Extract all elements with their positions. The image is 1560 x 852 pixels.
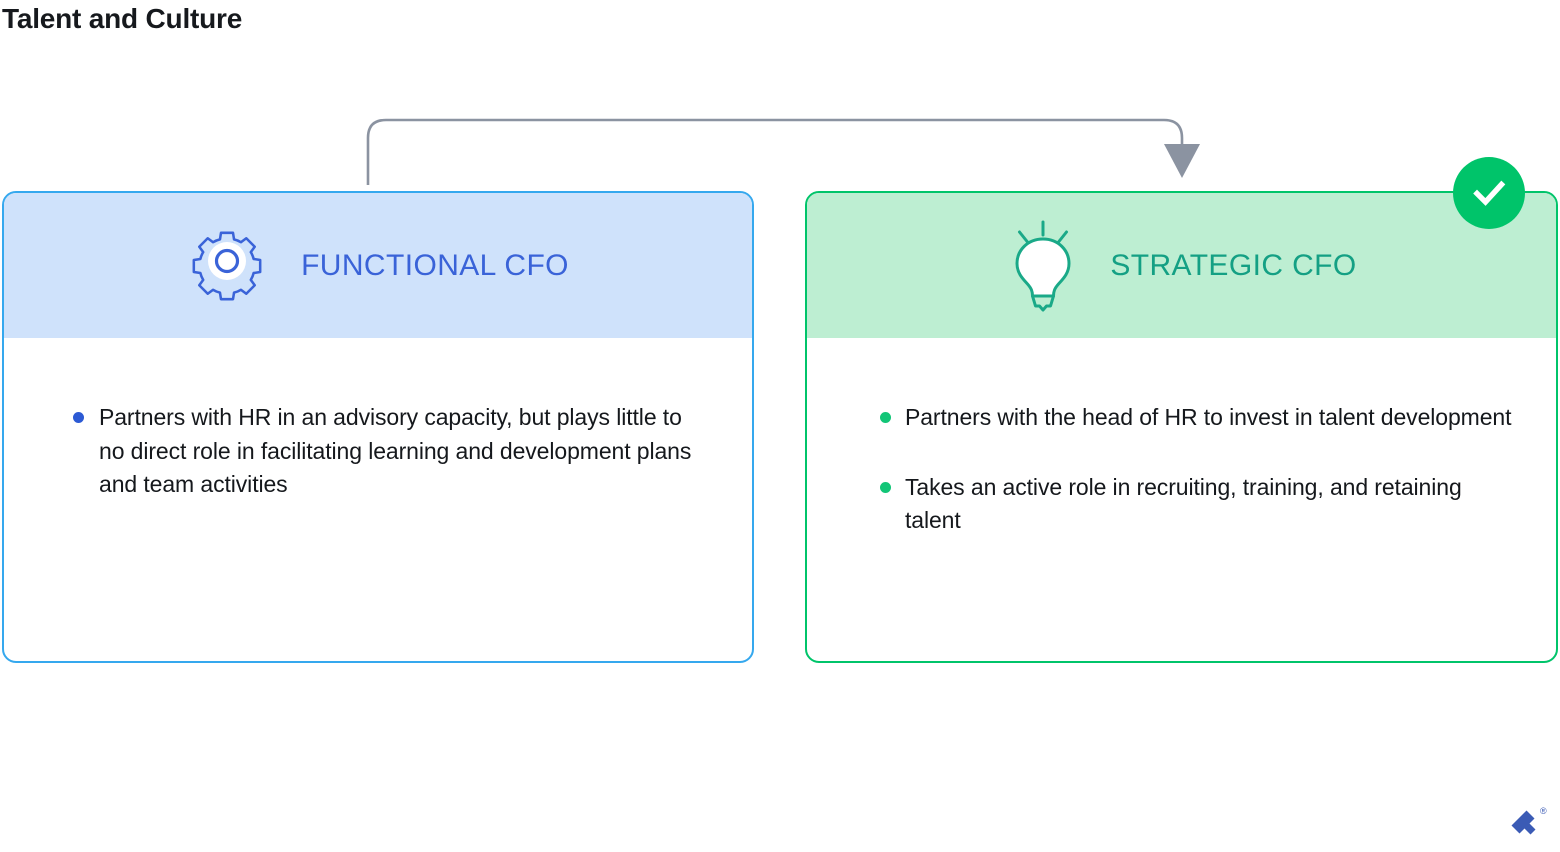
- gear-icon: [192, 231, 262, 300]
- bullet-list-strategic: Partners with the head of HR to invest i…: [807, 338, 1556, 538]
- card-header-strategic: STRATEGIC CFO: [807, 193, 1556, 338]
- card-header-functional: FUNCTIONAL CFO: [4, 193, 752, 338]
- flow-arrow: [366, 118, 1200, 185]
- bullet-text: Partners with HR in an advisory capacity…: [99, 404, 692, 497]
- lightbulb-icon: [1015, 220, 1071, 311]
- bullet-list-functional: Partners with HR in an advisory capacity…: [4, 338, 752, 502]
- bullet-text: Partners with the head of HR to invest i…: [905, 404, 1512, 430]
- list-item: Partners with HR in an advisory capacity…: [73, 401, 696, 502]
- bullet-dot-icon: [880, 412, 891, 423]
- card-title-functional: FUNCTIONAL CFO: [301, 248, 569, 282]
- registered-mark: ®: [1540, 806, 1547, 816]
- bullet-dot-icon: [880, 481, 891, 493]
- toptal-logo: ®: [1511, 806, 1547, 835]
- bullet-text: Takes an active role in recruiting, trai…: [905, 473, 1462, 534]
- check-icon: [1473, 180, 1506, 206]
- list-item: Takes an active role in recruiting, trai…: [880, 471, 1516, 538]
- list-item: Partners with the head of HR to invest i…: [880, 401, 1516, 435]
- card-strategic-cfo: STRATEGIC CFO Partners with the head of …: [805, 191, 1558, 663]
- card-functional-cfo: FUNCTIONAL CFO Partners with HR in an ad…: [2, 191, 754, 663]
- card-title-strategic: STRATEGIC CFO: [1110, 248, 1357, 282]
- status-badge: [1453, 157, 1525, 229]
- page-title: Talent and Culture: [2, 3, 243, 34]
- bullet-dot-icon: [73, 412, 84, 423]
